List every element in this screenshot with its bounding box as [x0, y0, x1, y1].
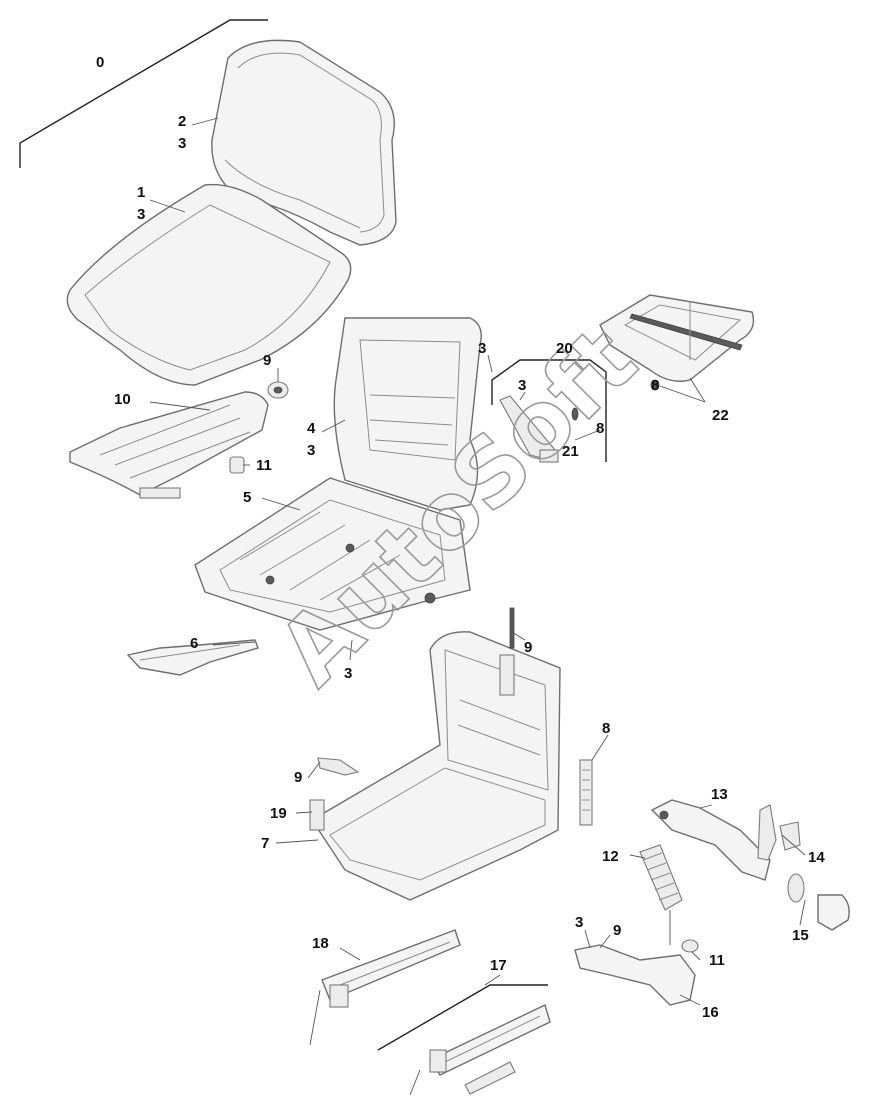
callout-14: 14: [808, 849, 825, 866]
lever-arm: [650, 799, 771, 881]
callout-8: 8: [596, 420, 604, 437]
callout-3: 3: [137, 206, 145, 223]
base-plate: [599, 294, 755, 391]
leader-lines: [149, 117, 806, 1051]
callout-3: 3: [518, 377, 526, 394]
end-cap: [787, 873, 850, 931]
callout-6: 6: [190, 635, 198, 652]
callout-9: 9: [263, 352, 271, 369]
callout-22: 22: [712, 407, 729, 424]
callout-2: 2: [178, 113, 186, 130]
adjusting-rod: [509, 607, 515, 649]
slide-rail: [491, 359, 607, 463]
callout-18: 18: [312, 935, 329, 952]
callout-11: 11: [256, 457, 272, 474]
callout-11: 11: [709, 952, 725, 969]
callout-21: 21: [562, 443, 579, 460]
seat-cushion: [66, 183, 352, 386]
callout-3: 3: [575, 914, 583, 931]
callout-3: 3: [178, 135, 186, 152]
upper-seat-pan: [194, 477, 471, 631]
callout-12: 12: [602, 848, 619, 865]
callout-19: 19: [270, 805, 287, 822]
upper-rail: [309, 929, 461, 1046]
callout-5: 5: [243, 489, 251, 506]
lever-bracket: [126, 639, 259, 676]
callout-3: 3: [344, 665, 352, 682]
callout-3: 3: [307, 442, 315, 459]
coil-spring: [639, 844, 683, 945]
callout-13: 13: [711, 786, 728, 803]
bushing: [229, 456, 245, 474]
backrest-cushion: [211, 39, 397, 246]
backrest-frame: [333, 317, 482, 511]
callout-8: 8: [651, 377, 659, 394]
release-lever: [574, 939, 699, 1006]
cover-panel: [69, 391, 269, 499]
assembly-bracket: [19, 19, 268, 168]
callout-9: 9: [524, 639, 532, 656]
latch: [757, 804, 801, 861]
callout-15: 15: [792, 927, 809, 944]
callout-20: 20: [556, 340, 573, 357]
small-bracket: [309, 757, 360, 831]
knob: [267, 381, 289, 399]
callout-8: 8: [602, 720, 610, 737]
adjustment-strip: [579, 759, 593, 826]
callout-9: 9: [613, 922, 621, 939]
lower-seat-base: [311, 631, 561, 901]
lower-rail: [409, 1004, 551, 1096]
callout-10: 10: [114, 391, 131, 408]
callout-7: 7: [261, 835, 269, 852]
callout-0: 0: [96, 54, 104, 71]
callout-3: 3: [478, 340, 486, 357]
callout-1: 1: [137, 184, 145, 201]
callout-16: 16: [702, 1004, 719, 1021]
callout-9: 9: [294, 769, 302, 786]
callout-4: 4: [307, 420, 316, 437]
callout-17: 17: [490, 957, 507, 974]
callout-labels: 0 2 3 1 3 9 10 11 4 3 3 20 3 8 21 8 22 5…: [96, 54, 825, 1021]
